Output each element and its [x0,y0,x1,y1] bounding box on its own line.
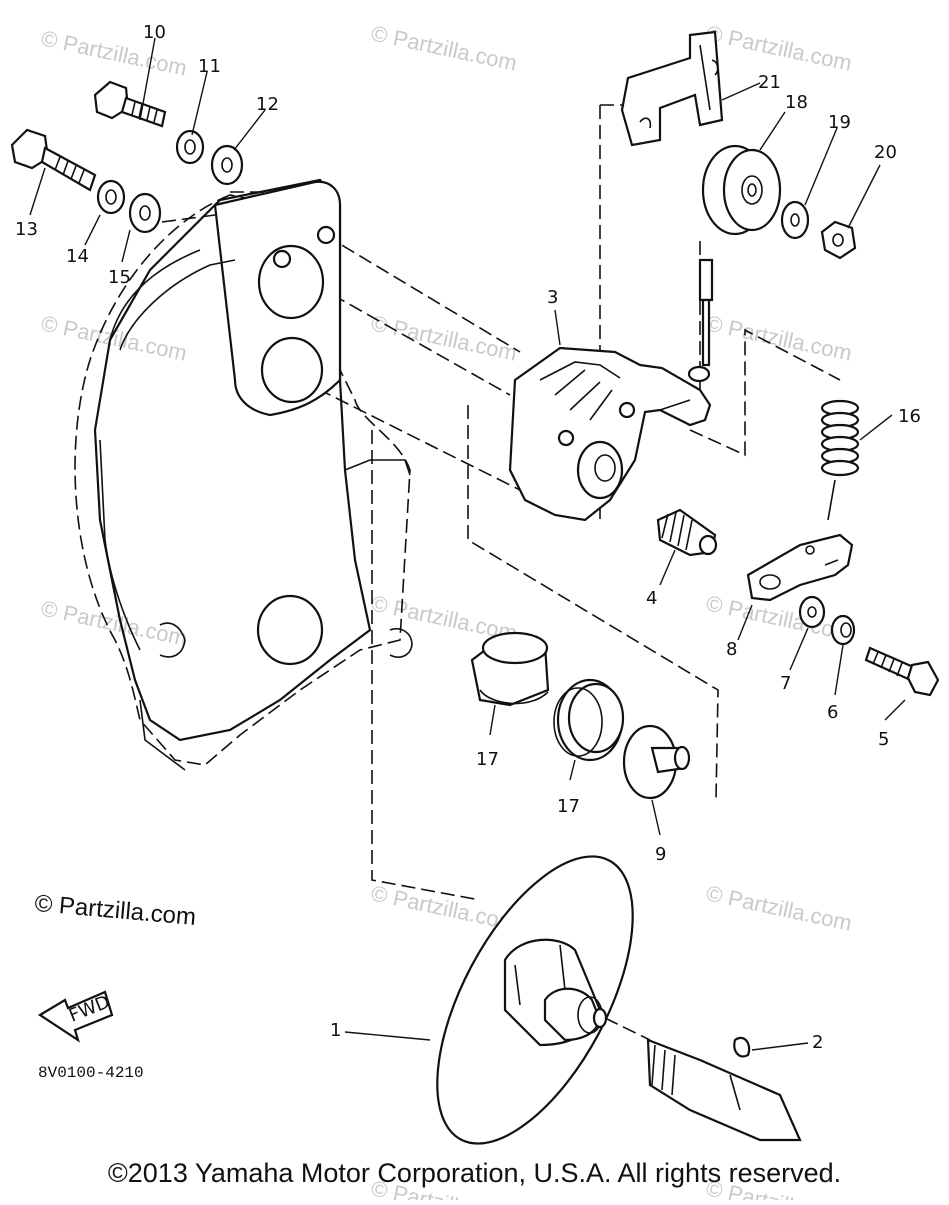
callout-7: 7 [780,673,791,694]
callout-19: 19 [828,112,851,133]
collar-6 [830,614,856,646]
callout-10: 10 [143,22,166,43]
callout-1: 1 [330,1020,341,1041]
watermark: © Partzilla.com [704,20,854,75]
callout-14: 14 [66,246,89,267]
bushing-17-lower [553,678,625,762]
watermark: © Partzilla.com [369,20,519,75]
callout-17: 17 [557,796,580,817]
callout-12: 12 [256,94,279,115]
callout-8: 8 [726,639,737,660]
callout-16: 16 [898,406,921,427]
spring-16 [820,399,860,521]
watermark: © Partzilla.com [39,25,189,80]
bolt-13 [10,128,97,192]
callout-13: 13 [15,219,38,240]
copyright-notice: ©2013 Yamaha Motor Corporation, U.S.A. A… [107,1158,842,1188]
callout-21: 21 [758,72,781,93]
callout-3: 3 [547,287,558,308]
watermark: © Partzilla.com [704,880,854,935]
washer-15 [128,192,162,234]
watermark: © Partzilla.com [39,310,189,365]
callout-9: 9 [655,844,666,865]
washer-12 [210,144,244,186]
callout-6: 6 [827,702,838,723]
bolt-5 [864,646,940,697]
callout-15: 15 [108,267,131,288]
drawing-code: 8V0100-4210 [38,1064,144,1082]
lever-8 [746,533,854,602]
washer-19 [780,200,810,240]
roller-18 [701,144,782,236]
callout-2: 2 [812,1032,823,1053]
callout-numbers: 10 11 12 13 14 15 3 4 5 6 7 8 9 16 17 17… [15,22,921,1053]
nut-20 [820,220,857,260]
bushing-17-upper [470,631,550,707]
shaft-9 [622,724,691,800]
watermark: © Partzilla.com [704,310,854,365]
key-2 [733,1036,751,1058]
lock-washer-14 [96,179,126,215]
washer-7 [798,595,826,629]
callout-20: 20 [874,142,897,163]
lock-washer-11 [175,129,205,165]
primary-sheave-1 [436,855,634,1145]
leader-lines [29,37,906,1051]
cable-end [687,258,714,383]
callout-11: 11 [198,56,221,77]
drive-shaft [604,1017,802,1142]
crankcase-cover [74,178,413,771]
callout-4: 4 [646,588,657,609]
adjuster-screw-4 [656,508,718,557]
fwd-arrow-icon: FWD [37,990,114,1043]
bolt-10 [93,80,167,128]
cable-bracket-21 [620,30,724,147]
callout-18: 18 [785,92,808,113]
lever-bracket-3 [508,346,712,522]
callout-17: 17 [476,749,499,770]
callout-5: 5 [878,729,889,750]
watermark: © Partzilla.com [704,590,854,645]
